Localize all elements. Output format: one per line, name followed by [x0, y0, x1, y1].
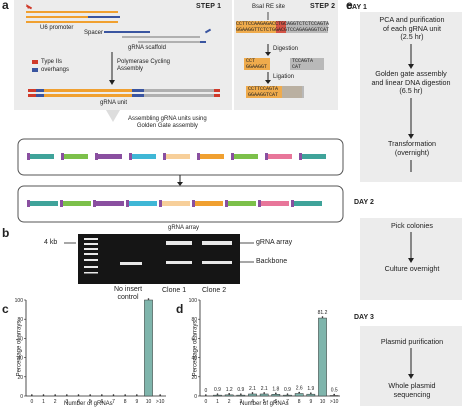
panel-e-arrows	[0, 0, 467, 407]
